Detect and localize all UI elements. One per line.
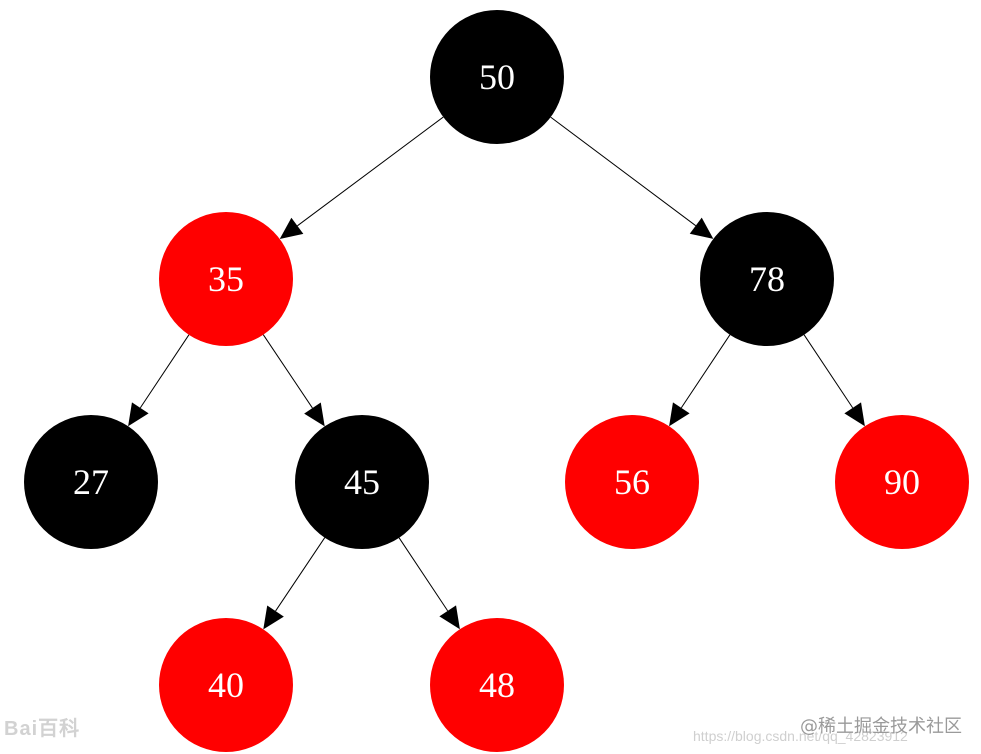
arrowhead-27 <box>128 402 149 427</box>
node-label-45: 45 <box>344 462 380 502</box>
arrowhead-48 <box>439 605 460 630</box>
edge-78-90 <box>803 334 854 409</box>
node-circle-27 <box>24 415 158 549</box>
node-label-35: 35 <box>208 259 244 299</box>
node-circle-48 <box>430 618 564 752</box>
arrowhead-40 <box>263 605 284 630</box>
edge-35-45 <box>262 334 313 409</box>
edge-35-27 <box>139 334 190 409</box>
node-label-56: 56 <box>614 462 650 502</box>
node-label-40: 40 <box>208 665 244 705</box>
edge-78-56 <box>680 334 731 409</box>
edges-layer <box>128 116 865 630</box>
tree-node-27: 27 <box>24 415 158 549</box>
node-circle-45 <box>295 415 429 549</box>
arrowhead-78 <box>689 217 714 239</box>
node-label-90: 90 <box>884 462 920 502</box>
arrowhead-35 <box>279 217 304 239</box>
tree-node-40: 40 <box>159 618 293 752</box>
tree-node-56: 56 <box>565 415 699 549</box>
tree-node-78: 78 <box>700 212 834 346</box>
nodes-layer: 50 35 78 27 45 56 90 40 48 <box>24 10 969 752</box>
arrowhead-90 <box>844 402 865 427</box>
tree-node-50: 50 <box>430 10 564 144</box>
node-label-50: 50 <box>479 57 515 97</box>
edge-45-40 <box>275 537 326 612</box>
arrowhead-45 <box>304 402 325 427</box>
blog-url-watermark: https://blog.csdn.net/qq_42823912 <box>693 728 908 744</box>
tree-node-35: 35 <box>159 212 293 346</box>
node-circle-40 <box>159 618 293 752</box>
node-circle-50 <box>430 10 564 144</box>
node-circle-35 <box>159 212 293 346</box>
juejin-watermark: @稀土掘金技术社区 <box>800 716 962 737</box>
tree-node-48: 48 <box>430 618 564 752</box>
tree-node-45: 45 <box>295 415 429 549</box>
baike-watermark: Bai百科 <box>4 718 81 740</box>
node-label-48: 48 <box>479 665 515 705</box>
node-circle-78 <box>700 212 834 346</box>
node-circle-90 <box>835 415 969 549</box>
edge-50-78 <box>550 116 697 227</box>
node-label-78: 78 <box>749 259 785 299</box>
node-label-27: 27 <box>73 462 109 502</box>
arrowhead-56 <box>669 402 690 427</box>
edge-45-48 <box>398 537 449 612</box>
node-circle-56 <box>565 415 699 549</box>
tree-node-90: 90 <box>835 415 969 549</box>
edge-50-35 <box>297 116 444 227</box>
